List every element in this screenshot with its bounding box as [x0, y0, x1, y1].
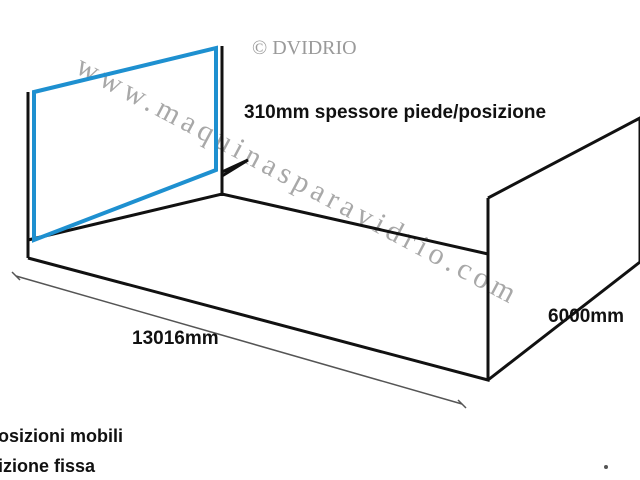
foot-step	[221, 158, 249, 178]
length-dimension-line	[15, 275, 463, 405]
copyright-text: © DVIDRIO	[252, 37, 357, 59]
foot-thickness-label: 310mm spessore piede/posizione	[244, 102, 546, 123]
stray-mark	[604, 465, 608, 469]
watermark-text: www.maquinasparavidrio.com	[71, 49, 526, 312]
legend-mobile-positions: osizioni mobili	[0, 426, 123, 446]
base-outline	[27, 250, 490, 382]
length-dimension-tick-left	[11, 271, 21, 281]
legend-fixed-position: izione fissa	[0, 456, 96, 476]
right-panel	[487, 116, 640, 382]
length-dimension-tick-right	[457, 399, 467, 409]
glass-panel	[32, 45, 218, 243]
length-label: 13016mm	[132, 328, 219, 349]
height-label: 6000mm	[548, 306, 624, 327]
